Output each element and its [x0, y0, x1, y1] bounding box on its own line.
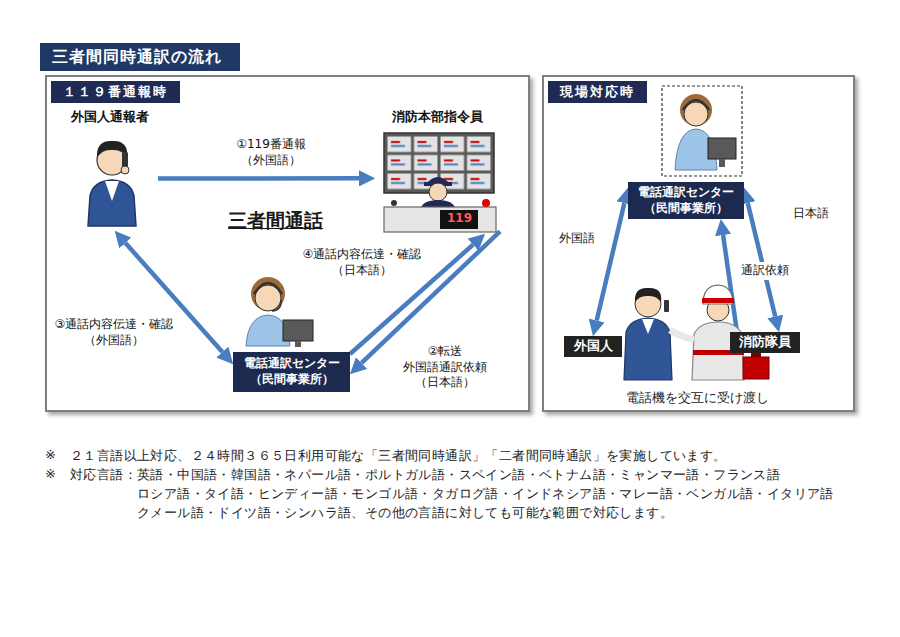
caller-figure — [88, 141, 136, 226]
language-list: 英語・中国語・韓国語・ネパール語・ポルトガル語・スペイン語・ベトナム語・ミャンマ… — [137, 466, 780, 484]
node-label: 外国人通報者 — [62, 106, 158, 126]
interpreter-box: 電話通訳センター （民間事業所） — [233, 352, 350, 392]
caller-node: 外国人通報者 — [62, 106, 158, 231]
flow-arrow — [158, 176, 359, 181]
interpreter-figure — [662, 86, 742, 176]
interpreter-box: 電話通訳センター （民間事業所） — [628, 182, 744, 219]
node-label: 電話通訳センター （民間事業所） — [238, 356, 346, 387]
edge-label: 日本語 — [792, 205, 830, 223]
person-tag: 消防隊員 — [730, 332, 800, 353]
node-label: 消防本部指令員 — [375, 106, 500, 126]
figure-caption: 電話機を交互に受け渡し — [626, 389, 769, 407]
language-list: ロシア語・タイ語・ヒンディー語・モンゴル語・タガログ語・インドネシア語・マレー語… — [137, 485, 834, 503]
note-text: 対応言語： — [70, 466, 137, 484]
dispatcher-figure — [384, 133, 496, 232]
note-mark: ※ — [45, 447, 56, 462]
flow-arrow — [748, 203, 775, 316]
desk-number: 119 — [445, 211, 474, 225]
edge-label: ③通話内容伝達・確認 （外国語） — [50, 316, 178, 349]
dispatcher-node: 消防本部指令員 — [375, 106, 500, 234]
node-label: 消防隊員 — [739, 334, 791, 351]
node-label: 外国人 — [574, 338, 613, 355]
language-list: クメール語・ドイツ語・シンハラ語、その他の言語に対しても可能な範囲で対応します。 — [137, 504, 673, 522]
edge-label: ②転送 外国語通訳依頼 （日本語） — [398, 343, 492, 392]
note-mark: ※ — [45, 466, 56, 481]
interpreter-figure — [246, 277, 313, 347]
edge-label: 外国語 — [558, 230, 596, 248]
edge-label: ①119番通報 （外国語） — [228, 136, 314, 169]
person-tag: 外国人 — [564, 336, 622, 357]
node-label: 電話通訳センター （民間事業所） — [632, 185, 740, 216]
center-caption: 三者間通話 — [228, 208, 323, 234]
note-text: ２１言語以上対応、２４時間３６５日利用可能な「三者間同時通訳」「二者間同時通訳」… — [70, 447, 727, 465]
title-bar: 三者間同時通訳の流れ — [40, 43, 240, 71]
flow-arrow — [597, 203, 625, 320]
panel-heading: １１９番通報時 — [51, 81, 180, 103]
edge-label: 通訳依頼 — [740, 262, 790, 280]
edge-label: ④通話内容伝達・確認 （日本語） — [298, 246, 426, 279]
panel-heading: 現場対応時 — [548, 81, 647, 103]
